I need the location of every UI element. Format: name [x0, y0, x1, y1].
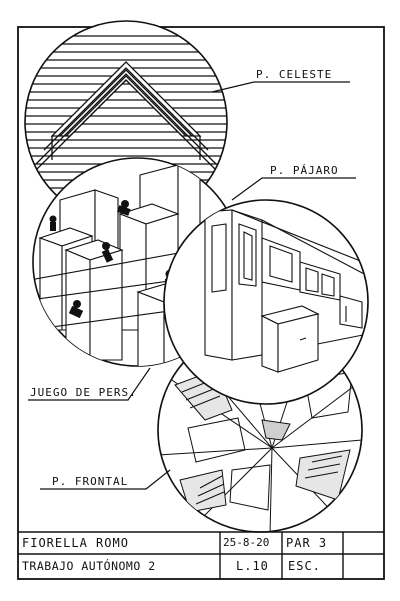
label-celeste: P. CELESTE — [256, 68, 333, 81]
celeste-leader — [211, 81, 350, 93]
pajaro-leader — [231, 177, 356, 201]
sheet-border — [17, 26, 385, 580]
title-date: 25-8-20 — [223, 536, 270, 549]
title-block — [18, 531, 384, 579]
title-section: PAR 3 — [286, 536, 328, 550]
juego-leader — [28, 367, 151, 401]
title-scale: ESC. — [288, 559, 321, 573]
pajaro-circle — [163, 199, 369, 405]
title-work: TRABAJO AUTÓNOMO 2 — [22, 559, 156, 573]
label-frontal: P. FRONTAL — [52, 475, 129, 488]
label-juego: JUEGO DE PERS. — [30, 386, 137, 399]
label-pajaro: P. PÁJARO — [270, 164, 339, 177]
frontal-leader — [40, 469, 171, 490]
title-name: FIORELLA ROMO — [22, 536, 129, 550]
title-sheet: L.10 — [236, 559, 269, 573]
